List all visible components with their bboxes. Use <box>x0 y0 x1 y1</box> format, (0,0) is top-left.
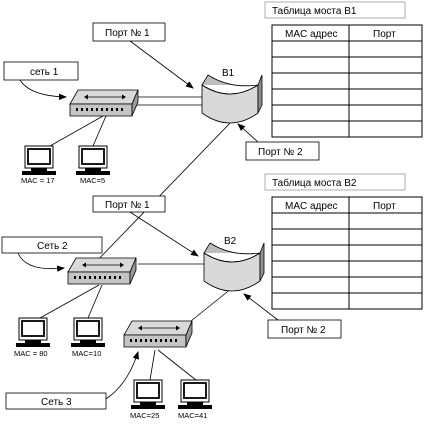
hub-icon <box>67 257 137 285</box>
port-label: Порт № 2 <box>281 325 326 336</box>
column-header: Порт <box>373 29 396 40</box>
port-callout: Порт № 1 <box>92 195 199 257</box>
mac-label: MAC=25 <box>130 411 159 420</box>
segment-callout: Сеть 2 <box>1 236 103 272</box>
column-header: MAC адрес <box>285 29 338 40</box>
port-callout: Порт № 2 <box>237 123 320 161</box>
port-callout: Порт № 2 <box>243 293 342 339</box>
hub-icon <box>123 320 193 348</box>
segment-callout: Сеть 3 <box>5 351 139 410</box>
segment-callout: сеть 1 <box>3 61 79 101</box>
computer-icon <box>21 145 57 176</box>
column-header: Порт <box>373 201 396 212</box>
bridge-icon <box>203 242 265 292</box>
column-header: MAC адрес <box>285 201 338 212</box>
mac-label: MAC = 80 <box>14 349 48 358</box>
port-label: Порт № 1 <box>105 200 150 211</box>
segment-label: Сеть 3 <box>41 397 72 408</box>
segment-label: сеть 1 <box>30 67 59 78</box>
bridge-table: Таблица моста B2 MAC адрес Порт <box>264 173 423 310</box>
bridge-name: B2 <box>224 236 237 247</box>
mac-label: MAC=5 <box>80 176 105 185</box>
computer-icon <box>75 145 111 176</box>
bridge-table: Таблица моста B1 MAC адрес Порт <box>264 1 423 138</box>
port-label: Порт № 1 <box>105 28 150 39</box>
table-title: Таблица моста B1 <box>272 5 357 17</box>
computer-icon <box>70 317 106 348</box>
computer-icon <box>15 317 51 348</box>
mac-label: MAC=41 <box>178 411 207 420</box>
bridge-name: B1 <box>222 68 235 79</box>
mac-label: MAC=10 <box>72 349 101 358</box>
hub-icon <box>69 89 139 117</box>
bridge-icon <box>201 74 263 124</box>
segment-label: Сеть 2 <box>37 241 68 252</box>
computer-icon <box>130 379 166 410</box>
table-title: Таблица моста B2 <box>272 177 357 189</box>
computer-icon <box>177 379 213 410</box>
port-label: Порт № 2 <box>258 147 303 158</box>
port-callout: Порт № 1 <box>92 22 194 89</box>
mac-label: MAC = 17 <box>21 176 55 185</box>
